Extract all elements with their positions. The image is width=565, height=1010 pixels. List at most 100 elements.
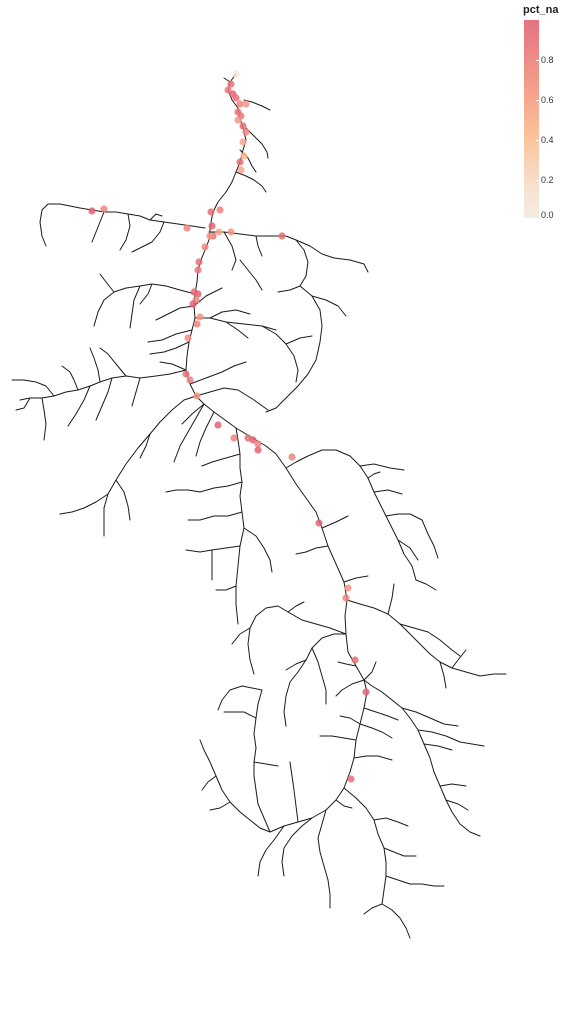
river-segment — [195, 411, 215, 457]
river-segment — [225, 321, 249, 339]
river-segment — [311, 295, 347, 317]
sample-point — [315, 519, 323, 527]
river-segment — [401, 707, 459, 727]
river-segment — [223, 711, 257, 719]
river-segment — [381, 903, 411, 939]
river-segment — [185, 73, 368, 833]
river-segment — [115, 479, 131, 521]
river-segment — [245, 127, 269, 159]
river-segment — [91, 211, 105, 243]
river-segment — [235, 171, 267, 193]
sample-point — [232, 70, 240, 78]
sample-point — [351, 656, 359, 664]
legend-tick-label: 0.6 — [541, 95, 554, 105]
river-segment — [417, 729, 485, 747]
sample-point — [182, 370, 190, 378]
sample-point — [186, 376, 194, 384]
river-segment — [363, 661, 377, 681]
sample-point — [216, 206, 224, 214]
river-segment — [15, 397, 31, 411]
sample-point — [189, 300, 197, 308]
sample-point — [278, 232, 286, 240]
legend-tick-mark — [536, 60, 539, 61]
river-segment — [243, 527, 273, 573]
river-segment — [99, 347, 127, 377]
sample-point — [242, 128, 250, 136]
sample-point — [236, 158, 244, 166]
sample-point — [196, 313, 204, 321]
sample-point — [224, 86, 232, 94]
river-segment — [139, 433, 151, 459]
sample-point — [206, 232, 214, 240]
river-segment — [283, 633, 347, 727]
river-segment — [346, 599, 507, 677]
river-segment — [11, 379, 55, 397]
river-network — [11, 73, 507, 939]
sample-point — [239, 122, 247, 130]
sample-points — [88, 70, 370, 783]
river-segment — [201, 775, 217, 791]
river-segment — [159, 361, 187, 371]
legend-tick-mark — [536, 180, 539, 181]
river-segment — [353, 755, 393, 761]
sample-point — [195, 258, 203, 266]
sample-point — [342, 594, 350, 602]
river-segment — [359, 463, 405, 471]
sample-point — [88, 207, 96, 215]
legend-tick-label: 0.2 — [541, 175, 554, 185]
river-segment — [243, 99, 271, 111]
river-segment — [253, 761, 279, 767]
river-segment — [397, 539, 419, 561]
river-segment — [149, 341, 190, 355]
river-segment — [255, 235, 263, 257]
legend-tick-label: 0.8 — [541, 55, 554, 65]
river-segment — [285, 449, 417, 581]
sample-point — [254, 440, 262, 448]
river-segment — [285, 659, 307, 671]
sample-point — [347, 775, 355, 783]
river-segment — [265, 285, 323, 413]
river-segment — [235, 427, 245, 625]
river-segment — [239, 259, 263, 291]
sample-point — [208, 222, 216, 230]
legend-tick-mark — [536, 100, 539, 101]
sample-point — [193, 320, 201, 328]
sample-point — [183, 224, 191, 232]
legend-tick-mark — [536, 140, 539, 141]
sample-point — [227, 80, 235, 88]
sample-point — [215, 228, 223, 236]
river-segment — [385, 875, 445, 887]
river-segment — [41, 397, 47, 441]
river-segment — [89, 347, 101, 383]
river-segment — [165, 481, 243, 493]
river-segment — [201, 453, 241, 467]
river-segment — [59, 493, 109, 515]
river-segment — [185, 545, 241, 553]
sample-point — [234, 116, 242, 124]
river-segment — [415, 579, 437, 591]
legend-tick-label: 0.4 — [541, 135, 554, 145]
sample-point — [249, 436, 257, 444]
river-segment — [321, 515, 349, 529]
sample-point — [239, 138, 247, 146]
river-segment — [215, 585, 237, 591]
sample-point — [214, 421, 222, 429]
river-segment — [155, 305, 195, 321]
river-segment — [119, 213, 131, 251]
sample-point — [201, 243, 209, 251]
river-segment — [139, 283, 153, 305]
legend-tick-label: 0.0 — [541, 210, 554, 220]
river-segment — [363, 903, 383, 915]
river-segment — [439, 661, 447, 689]
river-segment — [194, 317, 277, 331]
river-segment — [61, 365, 79, 391]
sample-point — [242, 100, 250, 108]
river-segment — [289, 761, 299, 823]
river-segment — [129, 285, 141, 329]
river-segment — [147, 329, 193, 343]
river-segment — [445, 799, 469, 811]
river-segment — [285, 335, 313, 345]
river-segment — [19, 369, 187, 401]
sample-point — [193, 392, 201, 400]
river-segment — [261, 325, 299, 383]
